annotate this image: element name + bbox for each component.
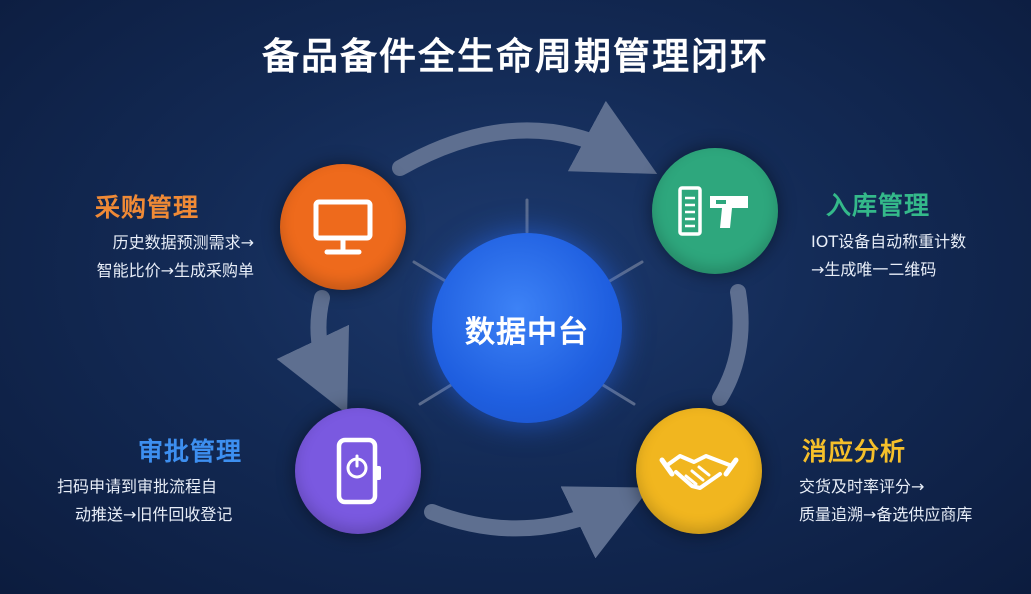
spoke-lower-left: [418, 380, 458, 406]
approval-description: 扫码申请到审批流程自 动推送→旧件回收登记: [57, 473, 257, 529]
approval-heading: 审批管理: [138, 437, 243, 466]
purchase-desc-line-2: 智能比价→生成采购单: [96, 261, 254, 280]
node-approval-management: [295, 408, 421, 534]
approval-desc-line-2: 动推送→旧件回收登记: [75, 505, 233, 524]
arrow-purchase-to-approve: [276, 290, 350, 415]
arrow-stockin-to-analysis: [712, 284, 749, 406]
arrow-approve-to-analysis: [424, 486, 651, 559]
purchase-desc-line-1: 历史数据预测需求→: [112, 233, 254, 252]
data-hub-circle: [432, 233, 622, 423]
spoke-lower-right: [596, 380, 636, 406]
approval-desc-line-1: 扫码申请到审批流程自: [57, 477, 218, 496]
analysis-desc-line-1: 交货及时率评分→: [799, 477, 925, 496]
stockin-desc-line-2: →生成唯一二维码: [811, 260, 937, 279]
data-hub-label: 数据中台: [465, 315, 589, 350]
node-purchase-management: [280, 164, 406, 290]
stockin-description: IOT设备自动称重计数 →生成唯一二维码: [811, 228, 1021, 284]
node-consumption-analysis: [636, 408, 762, 534]
stockin-desc-line-1: IOT设备自动称重计数: [811, 232, 967, 251]
diagram-title: 备品备件全生命周期管理闭环: [262, 35, 769, 78]
analysis-desc-line-2: 质量追溯→备选供应商库: [799, 505, 973, 524]
purchase-description: 历史数据预测需求→ 智能比价→生成采购单: [30, 229, 254, 285]
barcode-scanner-icon: [678, 186, 748, 236]
stockin-heading: 入库管理: [826, 191, 931, 220]
handshake-icon: [659, 454, 739, 490]
purchase-heading: 采购管理: [95, 193, 200, 222]
analysis-heading: 消应分析: [802, 437, 907, 466]
analysis-description: 交货及时率评分→ 质量追溯→备选供应商库: [799, 473, 1024, 529]
node-stockin-management: [652, 148, 778, 274]
arrow-purchase-to-stockin: [392, 100, 658, 176]
mobile-phone-icon: [336, 437, 381, 505]
monitor-icon: [313, 199, 373, 255]
